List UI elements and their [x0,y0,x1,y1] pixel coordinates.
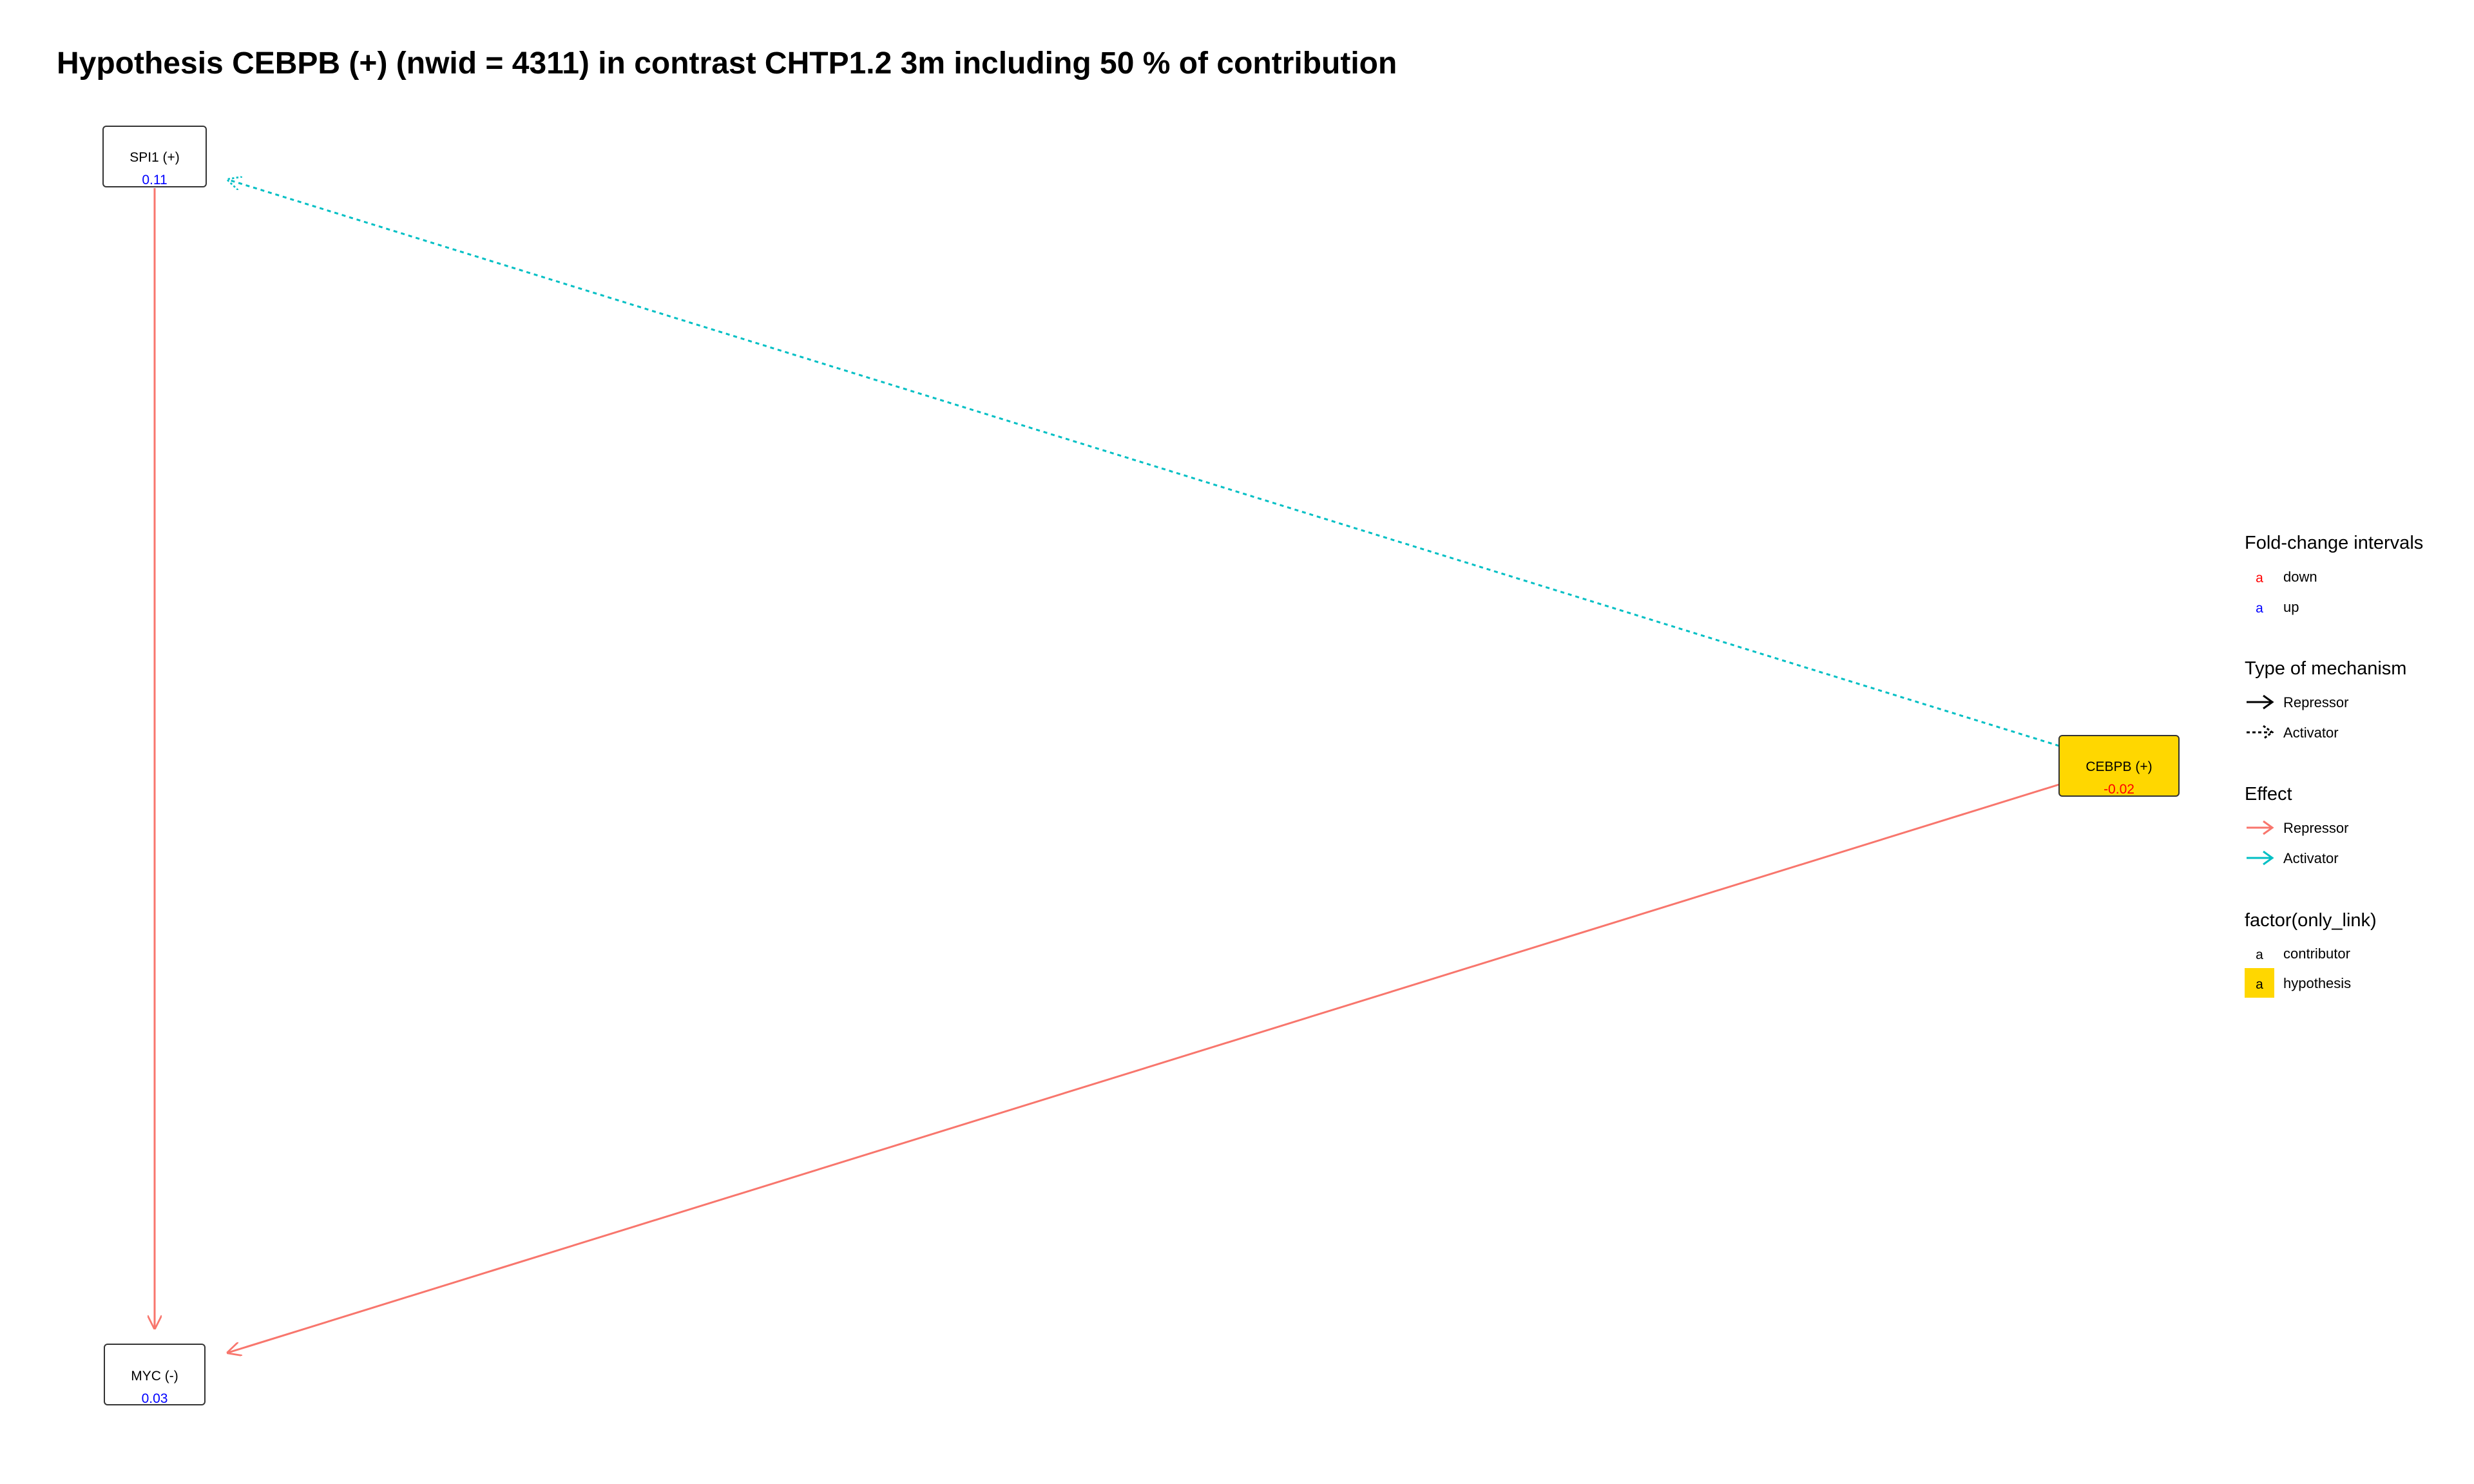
legend-mechanism-title: Type of mechanism [2245,658,2406,679]
legend-key-hypothesis-swatch [2245,968,2274,998]
legend-key-down: a [2256,571,2263,585]
legend-label-down: down [2283,569,2317,585]
legend-label-mechanism-repressor: Repressor [2283,694,2348,710]
legend: Fold-change intervals a down a up Type o… [2245,533,2423,998]
legend-fold-change-title: Fold-change intervals [2245,533,2423,553]
edge-cebpb-to-spi1 [228,180,2060,747]
node-spi1[interactable]: SPI1 (+) 0.11 [102,126,207,187]
node-myc-box [104,1344,206,1405]
legend-key-mechanism-repressor [2247,694,2274,710]
node-spi1-box [102,126,207,187]
legend-label-effect-repressor: Repressor [2283,820,2348,836]
legend-effect: Effect Repressor Activator [2245,784,2348,866]
legend-key-contributor: a [2256,947,2263,962]
legend-key-hypothesis: a [2256,977,2263,992]
legend-fold-change: Fold-change intervals a down a up [2245,533,2423,616]
edge-cebpb-to-myc [228,783,2060,1353]
node-myc-label: MYC (-) [131,1369,178,1384]
legend-label-mechanism-activator: Activator [2283,725,2339,741]
legend-only-link-title: factor(only_link) [2245,910,2377,931]
node-spi1-label: SPI1 (+) [129,150,180,165]
node-myc-value: 0.03 [142,1391,168,1406]
legend-key-mechanism-activator [2247,725,2274,740]
legend-label-hypothesis: hypothesis [2283,975,2351,991]
legend-mechanism: Type of mechanism Repressor Activator [2245,658,2406,741]
node-cebpb-label: CEBPB (+) [2086,759,2152,774]
legend-only-link: factor(only_link) a contributor a hypoth… [2245,910,2377,998]
legend-effect-title: Effect [2245,784,2292,804]
node-cebpb-box [2058,735,2180,797]
legend-label-up: up [2283,599,2299,615]
node-cebpb-value: -0.02 [2104,782,2134,797]
legend-key-effect-repressor [2247,820,2274,835]
node-myc[interactable]: MYC (-) 0.03 [104,1344,206,1406]
legend-key-up: a [2256,601,2263,616]
node-spi1-value: 0.11 [142,173,167,187]
diagram-title: Hypothesis CEBPB (+) (nwid = 4311) in co… [57,46,1397,81]
node-cebpb[interactable]: CEBPB (+) -0.02 [2058,735,2180,797]
legend-key-effect-activator [2247,850,2274,866]
legend-label-contributor: contributor [2283,946,2350,962]
legend-label-effect-activator: Activator [2283,850,2339,866]
